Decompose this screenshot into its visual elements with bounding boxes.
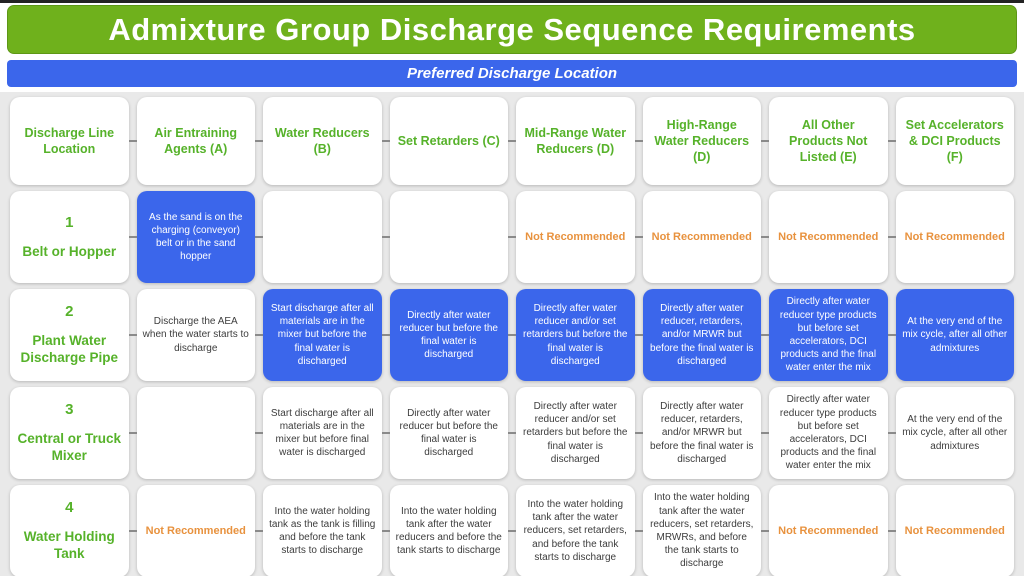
- row-number: 3: [65, 401, 74, 419]
- slide-top-border: [0, 0, 1024, 3]
- content-cell: At the very end of the mix cycle, after …: [887, 387, 1014, 479]
- content-cell: Into the water holding tank after the wa…: [508, 485, 635, 576]
- content-cell: Directly after water reducer, retarders,…: [634, 387, 761, 479]
- content-cell: Start discharge after all materials are …: [255, 387, 382, 479]
- content-cell: Directly after water reducer but before …: [381, 289, 508, 381]
- content-cell: Directly after water reducer and/or set …: [508, 289, 635, 381]
- content-cell: At the very end of the mix cycle, after …: [887, 289, 1014, 381]
- content-cell: Into the water holding tank after the wa…: [634, 485, 761, 576]
- column-header-set-accelerators-dci: Set Accelerators & DCI Products (F): [887, 97, 1014, 185]
- row-number: 1: [65, 213, 74, 231]
- row-number: 2: [65, 303, 74, 321]
- title-banner: Admixture Group Discharge Sequence Requi…: [7, 5, 1017, 54]
- content-cell: As the sand is on the charging (conveyor…: [128, 191, 255, 283]
- content-cell: Not Recommended: [508, 191, 635, 283]
- row-label-plant-water-discharge-pipe: 2 Plant Water Discharge Pipe: [10, 289, 129, 381]
- subtitle: Preferred Discharge Location: [406, 65, 618, 82]
- content-cell: Directly after water reducer type produc…: [761, 387, 888, 479]
- row-number: 4: [65, 499, 74, 517]
- content-cell: Discharge the AEA when the water starts …: [128, 289, 255, 381]
- row-label-water-holding-tank: 4 Water Holding Tank: [10, 485, 129, 576]
- content-cell: Directly after water reducer and/or set …: [508, 387, 635, 479]
- content-cell: [381, 191, 508, 283]
- content-cell: Not Recommended: [887, 485, 1014, 576]
- discharge-sequence-table: Discharge Line Location Air Entraining A…: [0, 92, 1024, 576]
- content-cell: Not Recommended: [634, 191, 761, 283]
- content-cell: Directly after water reducer but before …: [381, 387, 508, 479]
- content-cell: Not Recommended: [128, 485, 255, 576]
- content-cell: Not Recommended: [761, 485, 888, 576]
- row-label-text: Central or Truck Mixer: [17, 431, 122, 463]
- content-cell: Directly after water reducer, retarders,…: [634, 289, 761, 381]
- row-label-text: Water Holding Tank: [23, 529, 115, 561]
- content-cell: [128, 387, 255, 479]
- column-header-discharge-line-location: Discharge Line Location: [10, 97, 129, 185]
- content-cell: Directly after water reducer type produc…: [761, 289, 888, 381]
- column-header-all-other-products: All Other Products Not Listed (E): [761, 97, 888, 185]
- column-header-high-range-water-reducers: High-Range Water Reducers (D): [634, 97, 761, 185]
- content-cell: Into the water holding tank after the wa…: [381, 485, 508, 576]
- row-label-belt-or-hopper: 1 Belt or Hopper: [10, 191, 129, 283]
- subtitle-banner: Preferred Discharge Location: [7, 60, 1017, 87]
- row-label-text: Plant Water Discharge Pipe: [20, 333, 119, 365]
- column-header-mid-range-water-reducers: Mid-Range Water Reducers (D): [508, 97, 635, 185]
- content-cell: [255, 191, 382, 283]
- column-header-water-reducers: Water Reducers (B): [255, 97, 382, 185]
- content-cell: Not Recommended: [887, 191, 1014, 283]
- page-title: Admixture Group Discharge Sequence Requi…: [108, 11, 916, 47]
- column-header-set-retarders: Set Retarders (C): [381, 97, 508, 185]
- row-label-central-or-truck-mixer: 3 Central or Truck Mixer: [10, 387, 129, 479]
- content-cell: Start discharge after all materials are …: [255, 289, 382, 381]
- content-cell: Into the water holding tank as the tank …: [255, 485, 382, 576]
- row-label-text: Belt or Hopper: [22, 243, 117, 259]
- column-header-air-entraining-agents: Air Entraining Agents (A): [128, 97, 255, 185]
- content-cell: Not Recommended: [761, 191, 888, 283]
